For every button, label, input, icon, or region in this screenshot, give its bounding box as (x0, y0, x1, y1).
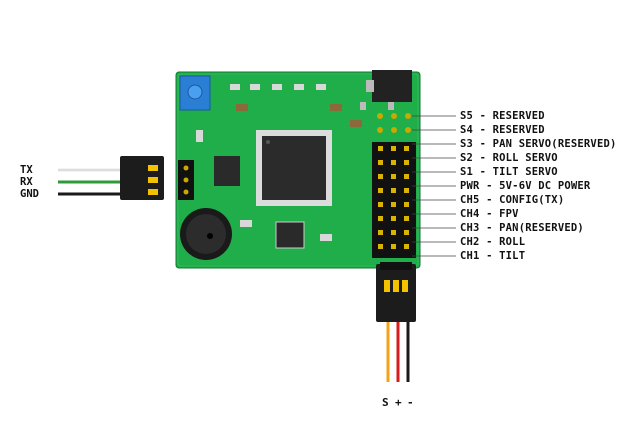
label-ch2: CH2 - ROLL (460, 236, 526, 248)
label-ch4: CH4 - FPV (460, 208, 519, 220)
uart-cable (58, 168, 122, 196)
servo-output-pads (377, 113, 411, 133)
microcontroller-chip (256, 130, 332, 206)
leader-lines (412, 115, 456, 257)
label-gnd: GND (20, 188, 39, 200)
uart-connector-plug (120, 156, 164, 200)
small-chip (275, 221, 305, 249)
label-s4: S4 - RESERVED (460, 124, 545, 136)
label-ch5: CH5 - CONFIG(TX) (460, 194, 565, 206)
soic-chip (214, 156, 240, 186)
voltage-regulator (360, 70, 412, 110)
label-ch3: CH3 - PAN(RESERVED) (460, 222, 584, 234)
label-s3: S3 - PAN SERVO(RESERVED) (460, 138, 617, 150)
servo-connector-plug (376, 262, 416, 322)
trimmer-potentiometer (179, 75, 211, 111)
receiver-pin-header (372, 142, 416, 258)
label-rx: RX (20, 176, 33, 188)
buzzer (180, 208, 232, 260)
smd-components (196, 84, 362, 241)
label-servo-signal: S (382, 396, 389, 409)
label-ch1: CH1 - TILT (460, 250, 526, 262)
label-s5: S5 - RESERVED (460, 110, 545, 122)
servo-cable (386, 322, 410, 382)
label-servo-minus: - (407, 396, 414, 409)
label-servo-plus: + (395, 396, 402, 409)
label-pwr: PWR - 5V-6V DC POWER (460, 180, 591, 192)
label-s1: S1 - TILT SERVO (460, 166, 558, 178)
label-s2: S2 - ROLL SERVO (460, 152, 558, 164)
label-tx: TX (20, 164, 33, 176)
uart-header (178, 160, 194, 200)
